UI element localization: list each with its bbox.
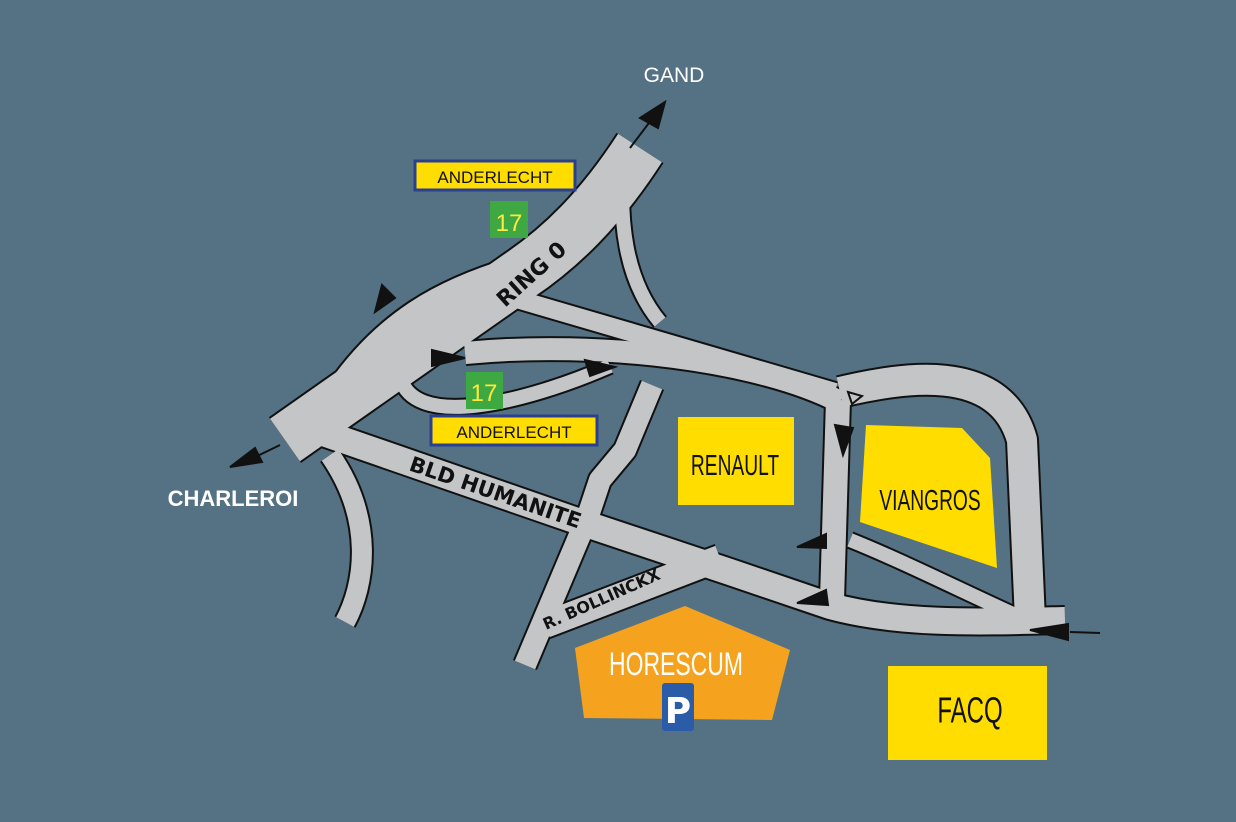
parking-label: P xyxy=(665,691,691,732)
arrowhead-icon xyxy=(796,588,830,607)
arrowhead-icon xyxy=(583,358,619,378)
arrowhead-icon xyxy=(229,446,264,468)
arrowhead-icon xyxy=(833,423,855,459)
landmark-viangros: VIANGROS xyxy=(879,485,980,517)
landmark-facq: FACQ xyxy=(937,691,1002,731)
exit-name-lower: ANDERLECHT xyxy=(456,423,571,442)
exit-sign-lower xyxy=(429,414,599,447)
arrowhead-icon xyxy=(638,99,667,130)
horescum-block xyxy=(575,606,790,720)
destination-gand: GAND xyxy=(644,64,705,87)
facq-block xyxy=(888,666,1047,760)
viangros-block xyxy=(860,425,997,568)
renault-block xyxy=(678,417,794,505)
exit-number-lower-badge xyxy=(466,372,503,409)
road-fills xyxy=(270,133,1066,670)
exit-number-upper: 17 xyxy=(496,210,523,237)
exit-number-lower: 17 xyxy=(471,380,498,407)
exit-number-upper-badge xyxy=(490,201,528,238)
landmark-renault: RENAULT xyxy=(691,450,779,482)
arrow-from-east xyxy=(1069,631,1101,634)
road-label-boulevard: BLD HUMANITE xyxy=(406,452,584,533)
direction-arrows xyxy=(229,99,1101,642)
landmark-horescum: HORESCUM xyxy=(609,646,743,682)
exit-name-upper: ANDERLECHT xyxy=(437,168,552,187)
exit-sign-upper xyxy=(413,159,577,192)
arrowhead-icon xyxy=(846,390,865,406)
arrowhead-icon xyxy=(796,532,827,550)
destination-charleroi: CHARLEROI xyxy=(168,486,299,511)
arrowhead-icon xyxy=(373,283,397,315)
arrowhead-icon xyxy=(1029,622,1069,642)
parking-icon xyxy=(662,683,694,731)
arrowhead-icon xyxy=(431,348,466,368)
